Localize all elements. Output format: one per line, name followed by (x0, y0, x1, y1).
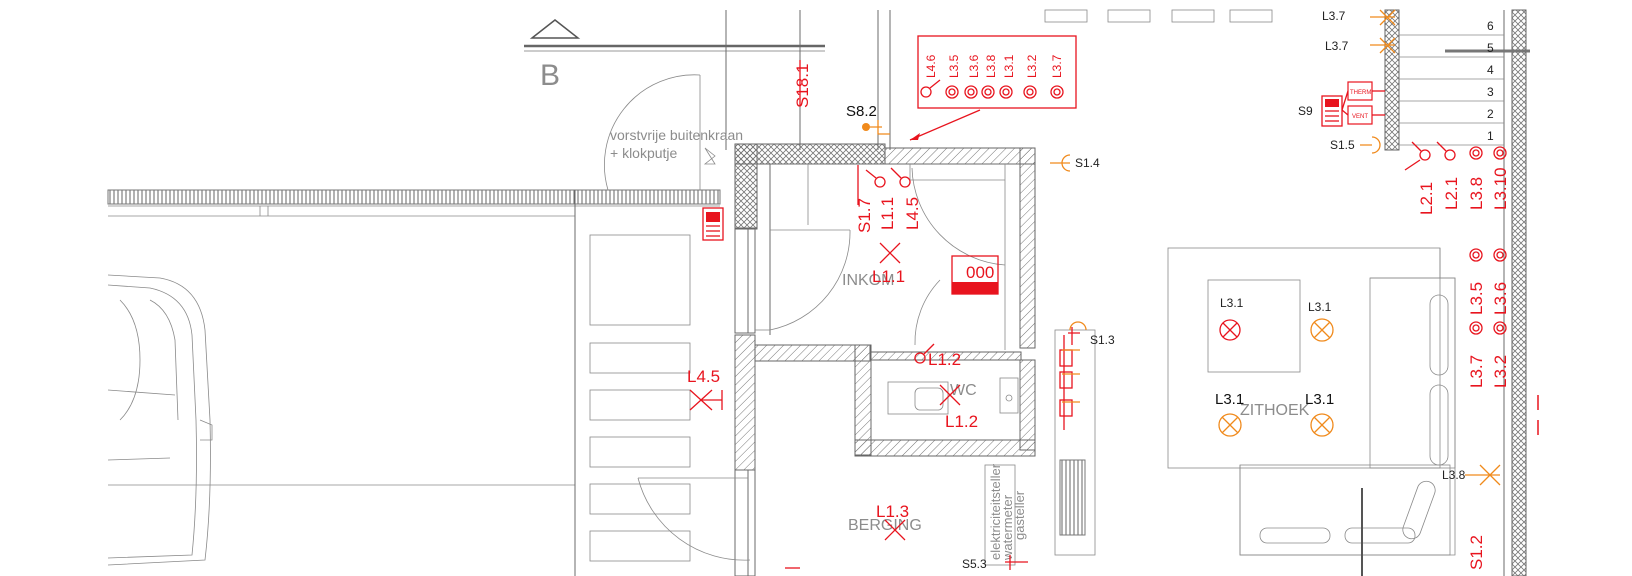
label-s1-3: S1.3 (1090, 333, 1115, 347)
label-l4-5: L4.5 (687, 367, 720, 386)
panel-label-4: L3.8 (984, 54, 998, 78)
wc-walls (854, 344, 1036, 457)
fixture-l3-1-b: L3.1 (1308, 300, 1332, 314)
label-l2-1-a: L2.1 (1417, 182, 1436, 215)
label-l3-10-v: L3.10 (1491, 167, 1510, 210)
fixture-l3-1-a: L3.1 (1220, 296, 1244, 310)
stair-step-4: 4 (1487, 63, 1494, 77)
label-l1-2-b: L1.2 (945, 412, 978, 431)
electrical-symbols: S18.1 S1.7 L1.1 L4.5 L1.1 000 L1.2 L1.2 (687, 60, 1510, 570)
panel-label-3: L3.6 (967, 54, 981, 78)
zithoek-furniture (1167, 247, 1456, 576)
label-l3-7-v: L3.7 (1467, 355, 1486, 388)
section-marker: B (524, 19, 825, 92)
black-labels: S8.2 S1.4 S1.3 S1.5 S9 S5.3 L3.7 L3.7 L3… (846, 9, 1466, 571)
label-l1-1-v: L1.1 (878, 197, 897, 230)
room-inkom: INKOM (842, 272, 894, 289)
outdoor-tap-line1: vorstvrije buitenkraan (610, 127, 743, 143)
label-s18-1: S18.1 (793, 64, 812, 108)
panel-label-6: L3.2 (1025, 54, 1039, 78)
label-l3-5-v: L3.5 (1467, 282, 1486, 315)
label-s1-4: S1.4 (1075, 156, 1100, 170)
storage-label-1: elektriciteitsteller (988, 463, 1003, 560)
entrance-door (755, 164, 851, 331)
stair-step-6: 6 (1487, 19, 1494, 33)
top-window-marks (1044, 9, 1273, 23)
section-letter: B (540, 59, 560, 92)
storage-label-2: watermeter (1000, 494, 1015, 561)
label-s9: S9 (1298, 104, 1313, 118)
label-s1-5: S1.5 (1330, 138, 1355, 152)
label-l1-2-a: L1.2 (928, 350, 961, 369)
fixture-l3-1-d: L3.1 (1305, 391, 1334, 408)
label-s8-2: S8.2 (846, 103, 877, 120)
top-structure-lines (725, 10, 891, 150)
car-outline (107, 274, 213, 566)
stair-step-2: 2 (1487, 107, 1494, 121)
panel-label-2: L3.5 (947, 54, 961, 78)
stair-step-5: 5 (1487, 41, 1494, 55)
label-l3-8: L3.8 (1442, 468, 1466, 482)
label-l4-5-v: L4.5 (903, 197, 922, 230)
label-l1-3: L1.3 (876, 502, 909, 521)
label-l3-7-top1: L3.7 (1322, 9, 1346, 23)
outdoor-tap-annotation: vorstvrije buitenkraan + klokputje (604, 74, 743, 191)
room-wc: WC (950, 382, 977, 399)
switch-panel: L4.6 L3.5 L3.6 L3.8 L3.1 L3.2 L3.7 (909, 35, 1077, 141)
storage-label-3: gasteller (1012, 490, 1027, 540)
label-l3-7-top2: L3.7 (1325, 39, 1349, 53)
label-s5-3: S5.3 (962, 557, 987, 571)
stair-step-3: 3 (1487, 85, 1494, 99)
room-zithoek: ZITHOEK (1240, 402, 1310, 419)
panel-label-7: L3.7 (1050, 54, 1064, 78)
outdoor-tap-line2: + klokputje (610, 145, 678, 161)
label-s1-2-v: S1.2 (1467, 535, 1486, 570)
label-vent: VENT (1352, 114, 1368, 120)
fence-railing (107, 189, 721, 486)
panel-label-5: L3.1 (1002, 54, 1016, 78)
label-therm: THERM (1350, 90, 1371, 96)
berging-utilities: elektriciteitsteller watermeter gastelle… (984, 329, 1096, 566)
fixture-l3-1-c: L3.1 (1215, 391, 1244, 408)
inner-door (911, 167, 1006, 346)
label-l2-1-b: L2.1 (1442, 177, 1461, 210)
lower-door (637, 477, 751, 561)
label-s1-7: S1.7 (855, 198, 874, 233)
label-l3-8-v: L3.8 (1467, 177, 1486, 210)
orange-fixtures (862, 9, 1501, 486)
meter-000: 000 (966, 263, 994, 282)
label-l3-2-v: L3.2 (1491, 355, 1510, 388)
label-l1-1: L1.1 (872, 267, 905, 286)
stair-step-1: 1 (1487, 129, 1494, 143)
panel-label-1: L4.6 (924, 54, 938, 78)
inkom-walls (734, 143, 1036, 576)
terrace-blocks (574, 190, 691, 576)
label-l3-6-v: L3.6 (1491, 282, 1510, 315)
